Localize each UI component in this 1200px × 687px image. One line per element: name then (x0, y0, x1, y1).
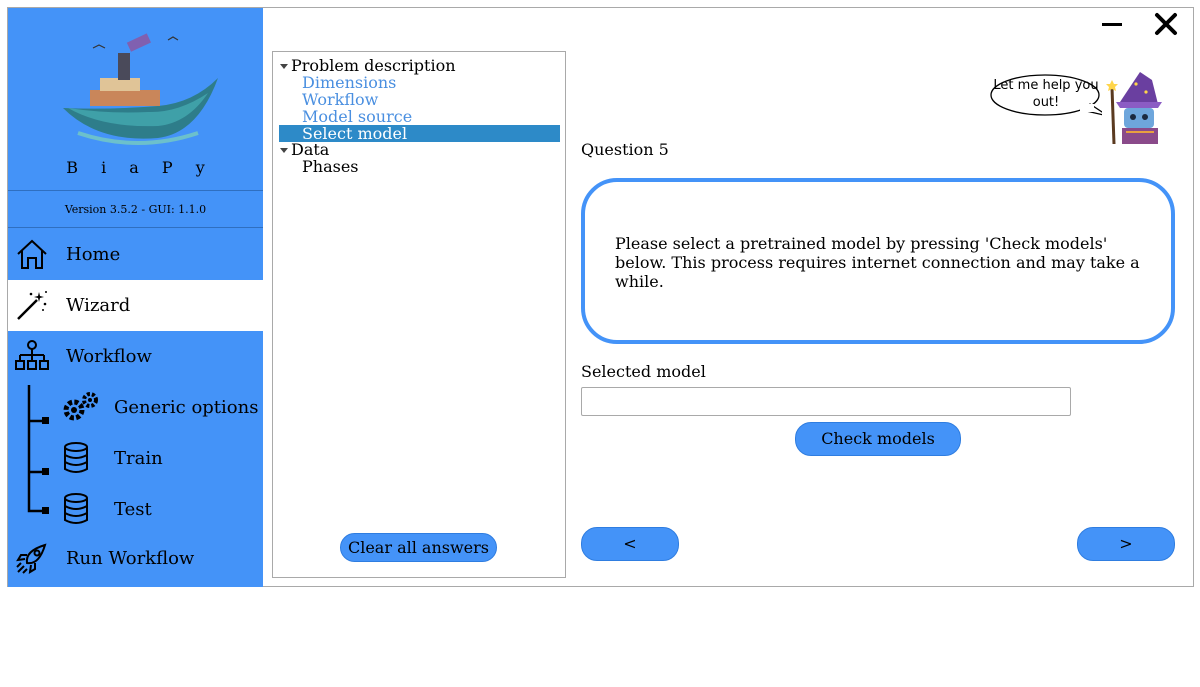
sidebar-item-label: Workflow (66, 346, 152, 367)
question-title: Question 5 (581, 140, 669, 159)
tree-item-dimensions[interactable]: Dimensions (302, 73, 397, 92)
sidebar-item-generic-options[interactable]: Generic options (8, 382, 263, 433)
sidebar-item-label: Home (66, 244, 121, 265)
expand-arrow-icon[interactable] (280, 64, 288, 69)
speech-bubble (990, 74, 1102, 116)
divider (8, 227, 263, 228)
sidebar-item-wizard[interactable]: Wizard (8, 280, 263, 331)
sidebar-item-run-workflow[interactable]: Run Workflow (8, 533, 263, 584)
version-label: Version 3.5.2 - GUI: 1.1.0 (64, 203, 207, 216)
biapy-logo (8, 8, 263, 190)
tree-item-phases[interactable]: Phases (302, 157, 359, 176)
tree-item-select-model[interactable]: Select model (279, 125, 560, 142)
tree-item-workflow[interactable]: Workflow (302, 90, 379, 109)
app-name: B i a P y (66, 158, 214, 177)
sidebar-item-label: Test (114, 499, 152, 520)
tree-group-data[interactable]: Data (291, 140, 330, 159)
question-tree: Problem description Dimensions Workflow … (272, 51, 566, 578)
sidebar-item-train[interactable]: Train (8, 433, 263, 484)
sidebar-item-workflow[interactable]: Workflow (8, 331, 263, 382)
sidebar-item-home[interactable]: Home (8, 229, 263, 280)
expand-arrow-icon[interactable] (280, 148, 288, 153)
selected-model-label: Selected model (581, 362, 706, 381)
robot-wizard-icon (1106, 72, 1162, 144)
assistant-bubble-text: Let me help you out! (993, 78, 1099, 110)
gears-icon (63, 392, 98, 421)
ship-whale-logo-icon (63, 33, 218, 145)
clear-all-answers-button[interactable]: Clear all answers (340, 533, 497, 562)
question-text: Please select a pretrained model by pres… (615, 234, 1140, 291)
previous-button[interactable]: < (581, 527, 679, 561)
workflow-tree-icon (15, 340, 49, 370)
check-models-button[interactable]: Check models (795, 422, 961, 456)
tree-connector (27, 385, 49, 514)
sidebar-item-label: Run Workflow (66, 548, 195, 569)
next-button[interactable]: > (1077, 527, 1175, 561)
sidebar-item-label: Wizard (66, 295, 131, 316)
tree-group-problem-description[interactable]: Problem description (291, 56, 456, 75)
divider (8, 190, 263, 191)
home-icon (17, 239, 47, 269)
sidebar: B i a P y Version 3.5.2 - GUI: 1.1.0 Hom… (8, 8, 263, 587)
database-icon (64, 493, 88, 524)
rocket-icon (16, 543, 47, 574)
database-icon (64, 442, 88, 473)
minus-icon[interactable] (1100, 12, 1124, 36)
sidebar-item-label: Generic options (114, 397, 259, 418)
magic-wand-icon (17, 291, 47, 320)
sidebar-item-label: Train (114, 448, 163, 469)
selected-model-input[interactable] (581, 387, 1071, 416)
close-x-icon[interactable] (1154, 12, 1178, 36)
sidebar-item-test[interactable]: Test (8, 484, 263, 535)
tree-item-model-source[interactable]: Model source (302, 107, 413, 126)
question-box: Please select a pretrained model by pres… (581, 178, 1175, 344)
